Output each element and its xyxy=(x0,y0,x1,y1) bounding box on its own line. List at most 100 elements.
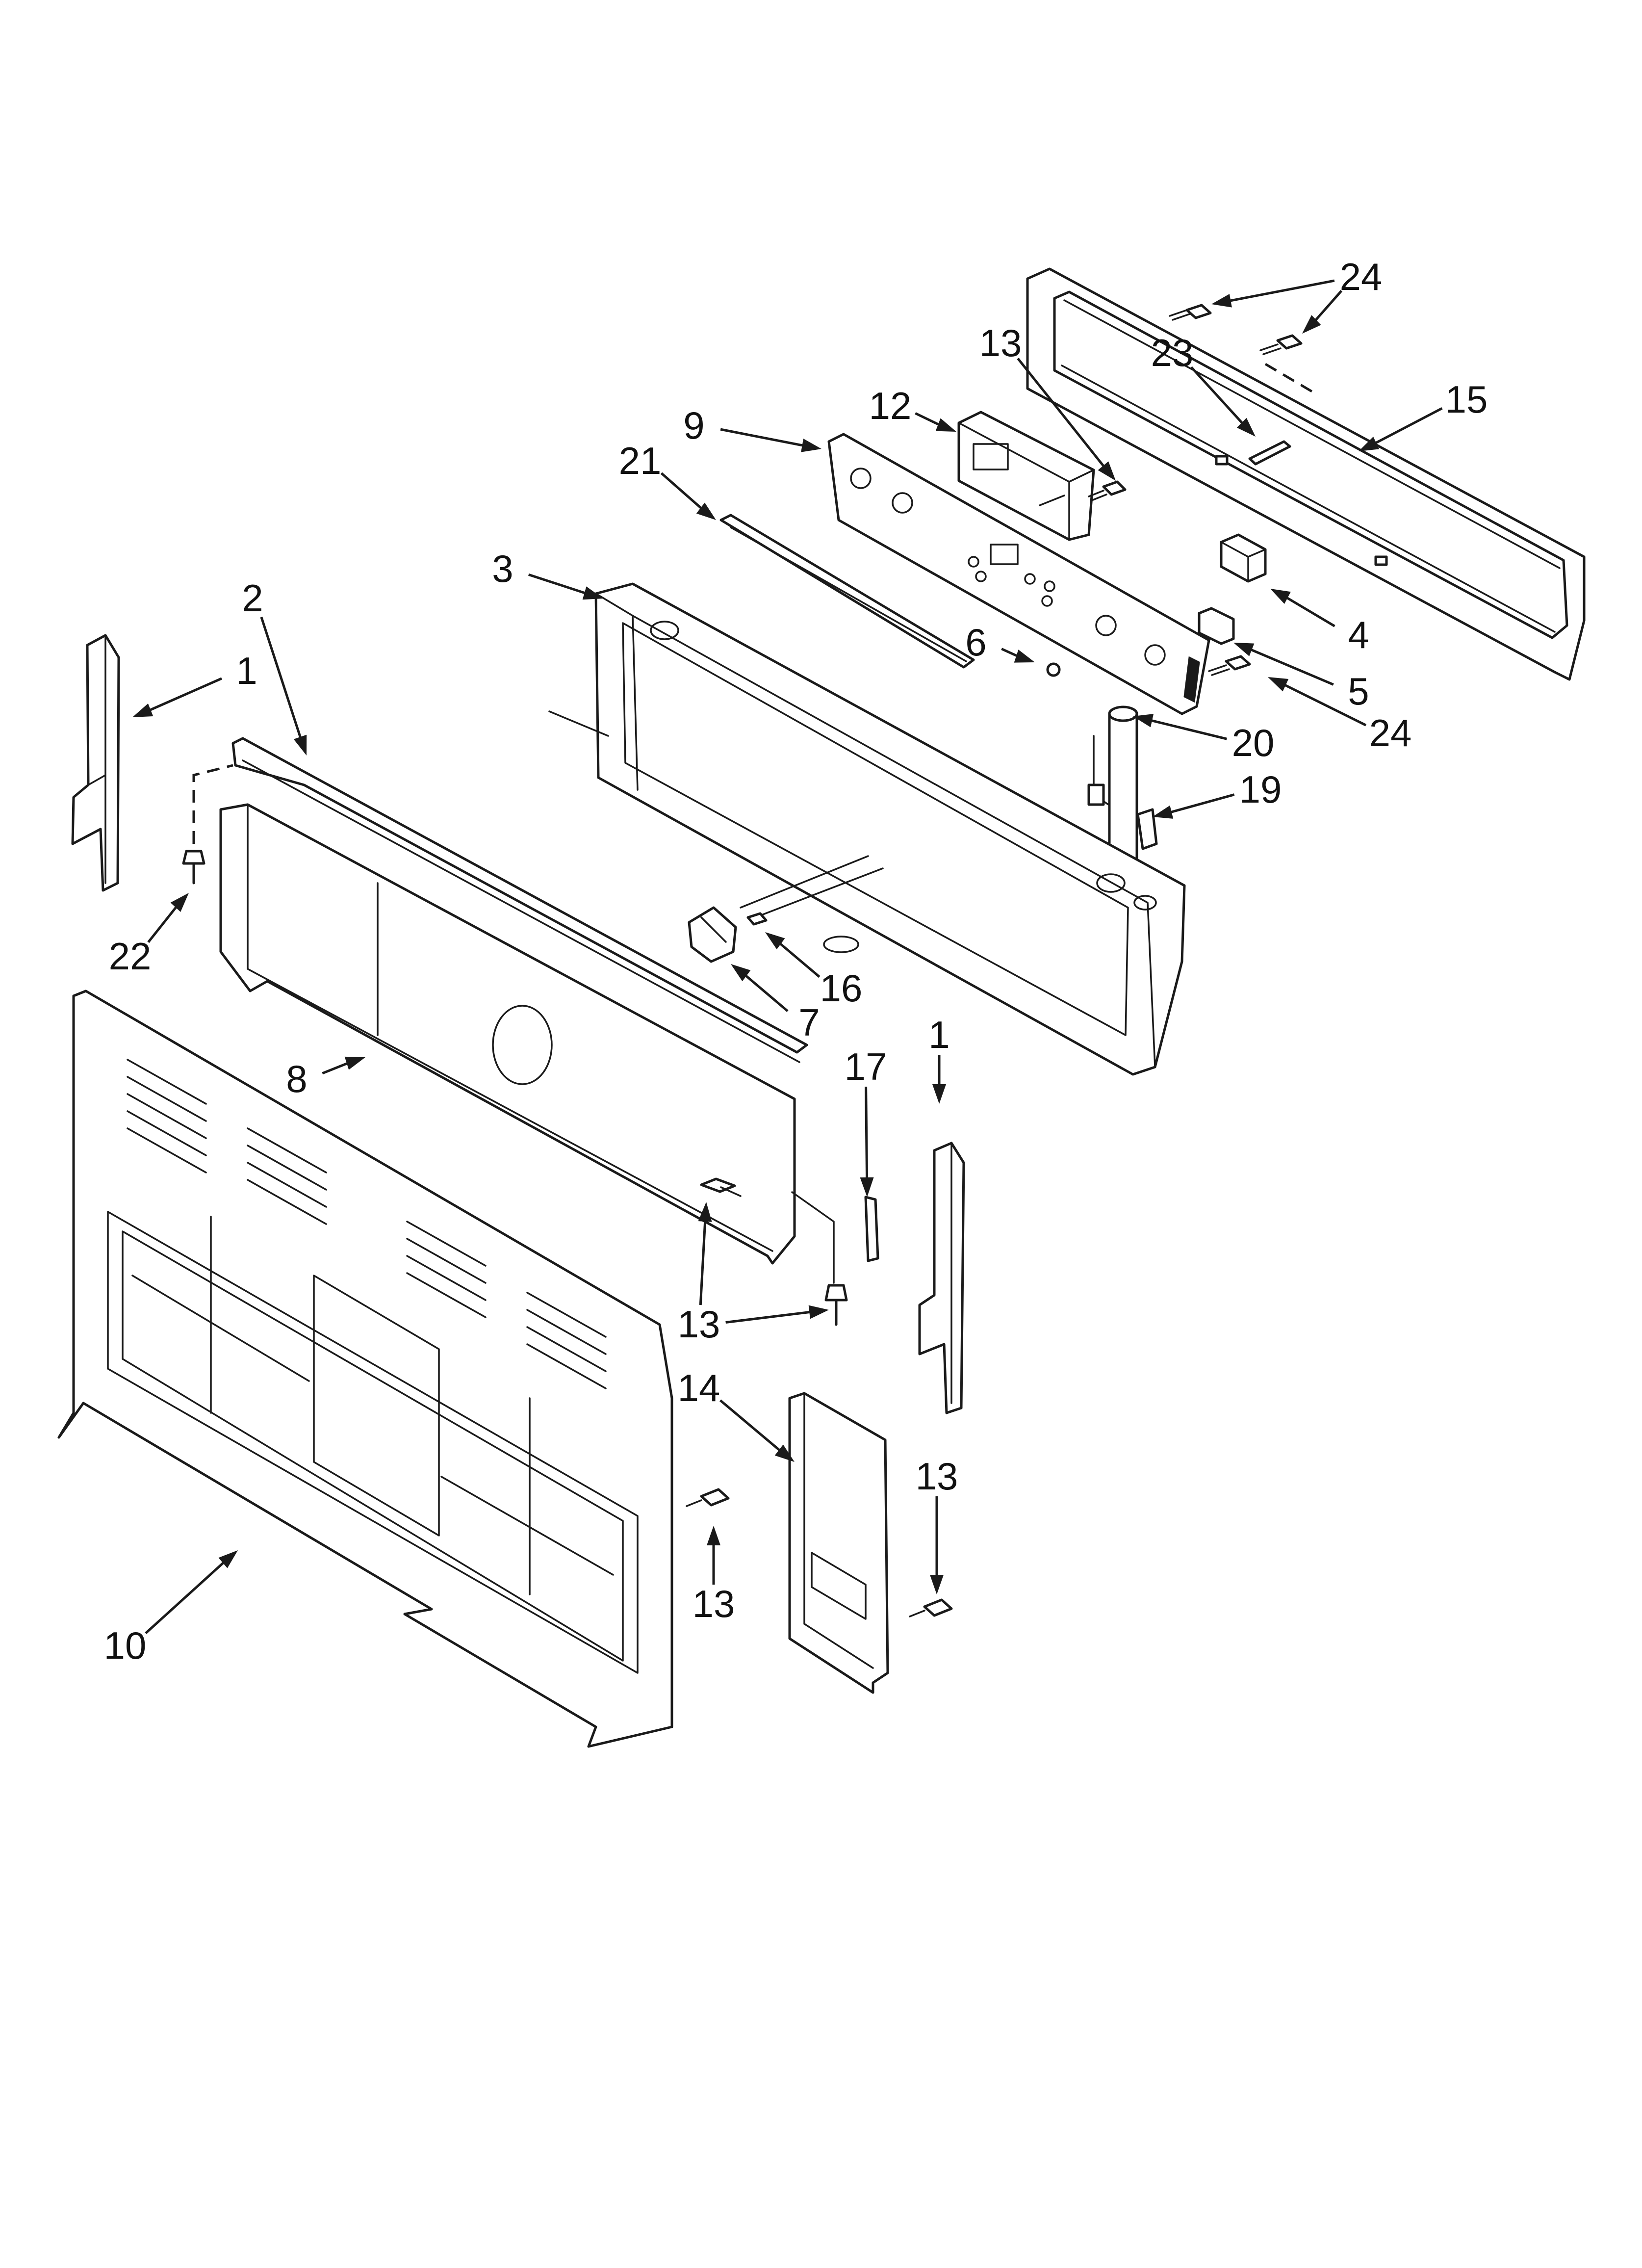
part-13-screw-b xyxy=(700,1177,742,1197)
arrowhead-c5 xyxy=(1233,643,1255,656)
arrowhead-c14 xyxy=(774,1444,795,1462)
callout-c13a: 13 xyxy=(979,321,1022,365)
leader-c12 xyxy=(915,412,944,428)
arrowhead-c2 xyxy=(293,734,307,756)
leader-c24c xyxy=(1281,682,1367,727)
leader-c3 xyxy=(528,573,590,596)
arrowhead-c9 xyxy=(801,439,821,452)
callout-c24c: 24 xyxy=(1369,711,1412,755)
callout-c6: 6 xyxy=(965,621,986,664)
arrowhead-c19 xyxy=(1153,805,1174,819)
leader-c5 xyxy=(1246,647,1334,686)
arrowhead-c10 xyxy=(218,1550,238,1568)
arrowhead-c7 xyxy=(731,964,751,982)
arrowhead-c1a xyxy=(132,704,154,717)
callout-c13e: 13 xyxy=(916,1455,958,1498)
arrowhead-c6 xyxy=(1014,650,1035,663)
part-1-side-bracket-right xyxy=(918,1142,965,1414)
arrowhead-c23 xyxy=(1236,417,1256,437)
vent-slots xyxy=(127,1059,607,1389)
leader-c20 xyxy=(1147,718,1227,740)
part-15-rear-panel xyxy=(1026,267,1586,681)
arrowhead-c13d xyxy=(707,1526,720,1545)
arrowhead-c4 xyxy=(1270,589,1291,604)
part-5-switch xyxy=(1198,607,1235,645)
arrowhead-c13a xyxy=(1098,461,1116,481)
part-6-screw xyxy=(1046,662,1061,677)
part-16-screw xyxy=(746,912,768,926)
callout-c8: 8 xyxy=(286,1057,307,1100)
leader-c22 xyxy=(147,903,180,943)
part-22-screw xyxy=(182,764,233,885)
arrowhead-c20 xyxy=(1133,714,1154,728)
part-7-knob xyxy=(688,906,737,963)
arrowhead-c1b xyxy=(932,1084,946,1104)
part-13-screw-a xyxy=(1088,480,1127,501)
leader-c13a xyxy=(1017,358,1107,470)
callout-c13b: 13 xyxy=(678,1303,720,1346)
part-13-screw-d xyxy=(686,1488,730,1507)
callout-labels: 1234567891012131313131415161719202122232… xyxy=(104,255,1488,1667)
leader-c4 xyxy=(1283,594,1335,627)
arrowhead-c16 xyxy=(765,932,785,950)
part-14-duct xyxy=(788,1392,889,1694)
part-24-screws-top xyxy=(1169,304,1313,393)
arrowhead-c17 xyxy=(860,1177,874,1197)
part-19-component xyxy=(1136,808,1158,850)
arrowhead-c8 xyxy=(344,1056,365,1070)
part-12-electronic-control xyxy=(957,411,1095,541)
callout-c15: 15 xyxy=(1445,378,1488,421)
leader-c15 xyxy=(1371,407,1443,446)
callout-c2: 2 xyxy=(242,576,263,620)
arrowhead-c13b xyxy=(698,1202,712,1222)
callout-c1b: 1 xyxy=(928,1013,949,1056)
leader-c1a xyxy=(145,677,223,713)
arrowhead-c24a xyxy=(1211,294,1232,308)
part-13-screw-c xyxy=(791,1191,848,1326)
callout-c10: 10 xyxy=(104,1624,147,1667)
arrowhead-c24b xyxy=(1302,315,1321,334)
part-24-screw-b xyxy=(1208,655,1251,676)
leader-c17 xyxy=(865,1086,869,1183)
callout-c23: 23 xyxy=(1151,331,1194,374)
part-9-control-panel xyxy=(827,433,1210,715)
arrowhead-c22 xyxy=(170,893,189,912)
callout-c14: 14 xyxy=(678,1366,720,1409)
part-4-switch xyxy=(1220,533,1267,583)
callout-c22: 22 xyxy=(109,935,152,978)
callout-c24a: 24 xyxy=(1340,255,1383,298)
leader-c7 xyxy=(742,972,789,1012)
part-17-clip xyxy=(864,1196,879,1262)
part-23-clip xyxy=(1248,440,1291,466)
arrowhead-c15 xyxy=(1359,437,1380,451)
arrowhead-c24c xyxy=(1268,677,1289,692)
callout-c20: 20 xyxy=(1232,721,1275,764)
arrowhead-c13e xyxy=(930,1575,944,1594)
callout-c9: 9 xyxy=(683,404,704,447)
part-8-rear-frame xyxy=(219,803,796,1265)
part-20-component xyxy=(1087,705,1138,870)
leader-c2 xyxy=(260,617,303,742)
callout-c17: 17 xyxy=(845,1045,887,1088)
arrowhead-c21 xyxy=(696,502,716,520)
leader-c9 xyxy=(720,428,807,448)
leader-c19 xyxy=(1166,793,1235,815)
arrowhead-c3 xyxy=(582,586,603,600)
callout-c16: 16 xyxy=(820,966,863,1010)
part-13-screw-e xyxy=(909,1598,953,1617)
callout-c13d: 13 xyxy=(693,1582,735,1625)
callout-c12: 12 xyxy=(869,384,912,427)
part-1-side-bracket-left xyxy=(71,634,120,892)
leader-c23 xyxy=(1190,366,1246,427)
part-10-rear-panel xyxy=(57,990,673,1748)
callout-c21: 21 xyxy=(619,439,662,482)
callout-c19: 19 xyxy=(1239,768,1282,811)
leader-c16 xyxy=(776,939,821,978)
leader-c24b xyxy=(1311,290,1343,324)
callout-c4: 4 xyxy=(1348,613,1369,656)
callout-c5: 5 xyxy=(1348,670,1369,713)
part-21-bracket xyxy=(719,514,975,669)
callout-c1a: 1 xyxy=(236,649,257,692)
arrowhead-c13c xyxy=(808,1305,829,1319)
leader-c13b xyxy=(699,1216,707,1305)
